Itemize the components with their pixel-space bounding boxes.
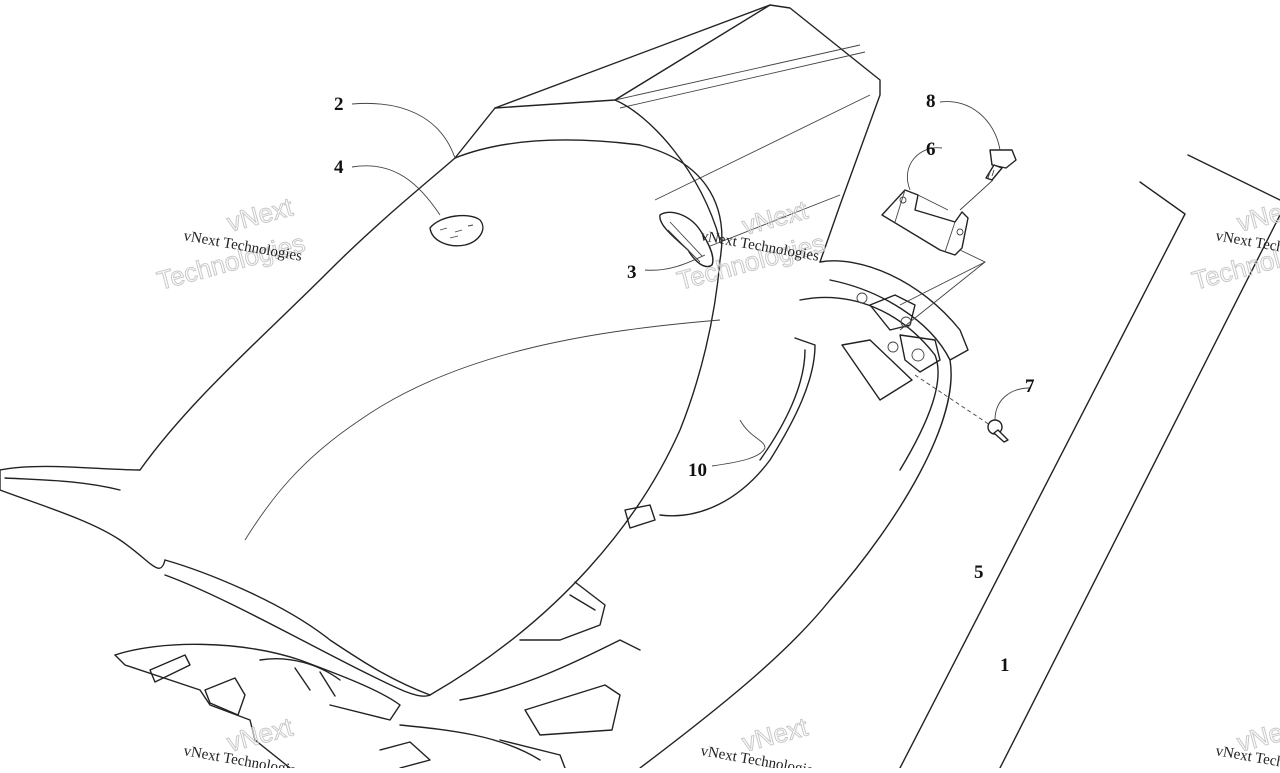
leader-lines: [351, 101, 1031, 467]
fastener-item-7: [987, 419, 1009, 443]
watermark-4: vNext vNext Technologies: [182, 711, 303, 773]
watermark-5: vNext vNext Technologies: [699, 711, 820, 773]
patch-item-4: [429, 214, 484, 247]
callout-5: 5: [974, 562, 984, 583]
callout-7: 7: [1025, 376, 1035, 397]
callout-labels: 1 2 3 4 5 6 7 8 10: [334, 91, 1035, 676]
bracket-item-6: [881, 189, 969, 256]
watermark-6: vNext vNext Technologies: [1214, 711, 1280, 773]
group-bracket-lines: [899, 154, 1280, 769]
watermark-1: vNext Technologies vNext Technologies: [153, 191, 308, 296]
seat-base: [379, 260, 969, 769]
latch-assembly: [856, 292, 941, 373]
callout-4: 4: [334, 157, 344, 178]
svg-text:vNext: vNext: [1234, 191, 1280, 237]
watermark-3: vNext Technologies vNext Technologies: [1188, 191, 1280, 296]
callout-3: 3: [627, 262, 637, 283]
screw-item-8: [985, 149, 1017, 181]
callout-10: 10: [688, 460, 707, 481]
callout-8: 8: [926, 91, 936, 112]
svg-text:vNext: vNext: [224, 711, 297, 757]
callout-2: 2: [334, 94, 344, 115]
callout-6: 6: [926, 139, 936, 160]
seat-cushion: [0, 4, 881, 697]
callout-1: 1: [1000, 655, 1010, 676]
side-grip: [114, 643, 401, 769]
